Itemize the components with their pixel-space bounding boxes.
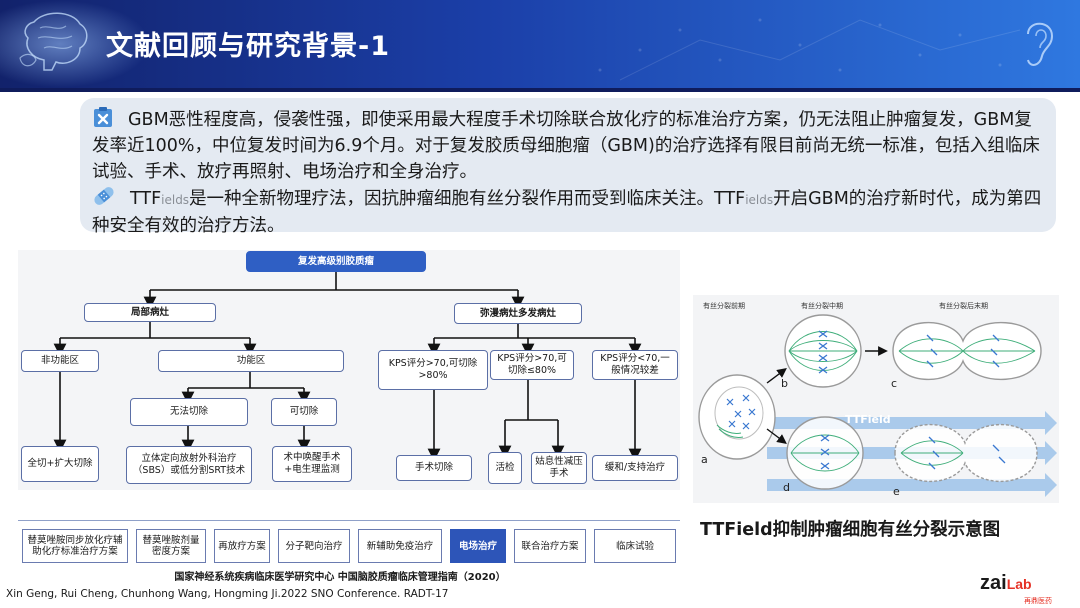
- ttfields-text-3: 开启GBM的治疗新时代，成为第四种安全有效的治疗方法。: [92, 189, 1042, 236]
- node-kps-gt70-gt80: KPS评分>70,可切除>80%: [378, 350, 488, 390]
- label-d: d: [783, 481, 790, 494]
- treatment-options-row: 替莫唑胺同步放化疗辅助化疗标准治疗方案 替莫唑胺剂量密度方案 再放疗方案 分子靶…: [18, 520, 680, 566]
- node-total-resection: 全切+扩大切除: [21, 446, 99, 482]
- logo-wordmark: zaiLab: [980, 572, 1032, 595]
- ttfields-text-2: 是一种全新物理疗法，因抗肿瘤细胞有丝分裂作用而受到临床关注。TTF: [189, 189, 746, 209]
- node-decompression: 姑息性减压手术: [531, 452, 587, 484]
- ields-faded-2: ields: [745, 193, 774, 207]
- brain-face-icon: [19, 12, 88, 71]
- cell-b: [784, 314, 862, 388]
- treatment-flowchart: 复发高级别胶质瘤 局部病灶 弥漫病灶多发病灶 非功能区 功能区 无法切除 可切除…: [18, 250, 680, 490]
- background-textbox: GBM恶性程度高，侵袭性强，即使采用最大程度手术切除联合放化疗的标准治疗方案，仍…: [80, 98, 1056, 236]
- option-clinical-trial: 临床试验: [594, 529, 676, 563]
- bandage-icon: [94, 187, 114, 205]
- zai-lab-logo: zaiLab 再鼎医药: [980, 572, 1064, 606]
- flowchart-connectors: [53, 272, 642, 462]
- node-srs: 立体定向放射外科治疗（SBS）或低分割SRT技术: [126, 446, 252, 484]
- label-phase-late: 有丝分裂后末期: [939, 301, 988, 310]
- node-resectable: 可切除: [271, 398, 337, 426]
- node-unresectable: 无法切除: [130, 398, 248, 426]
- header-divider: [0, 88, 1080, 92]
- logo-lab: Lab: [1006, 576, 1032, 592]
- ttf-text-1: TTF: [130, 189, 162, 209]
- node-palliative: 缓和/支持治疗: [592, 455, 678, 481]
- node-functional: 功能区: [158, 350, 344, 372]
- logo-zai: zai: [980, 572, 1007, 594]
- node-biopsy: 活检: [488, 452, 522, 484]
- ields-faded-1: ields: [161, 193, 190, 207]
- node-nonfunctional: 非功能区: [21, 350, 99, 372]
- option-combination: 联合治疗方案: [514, 529, 586, 563]
- node-recurrent-hgg: 复发高级别胶质瘤: [246, 251, 426, 272]
- node-kps-lt70: KPS评分<70,一般情况较差: [592, 350, 678, 380]
- node-diffuse-lesion: 弥漫病灶多发病灶: [454, 303, 582, 324]
- label-phase-early: 有丝分裂前期: [703, 301, 745, 310]
- option-neoadjuvant-immuno: 新辅助免疫治疗: [358, 529, 442, 563]
- paragraph-gbm: GBM恶性程度高，侵袭性强，即使采用最大程度手术切除联合放化疗的标准治疗方案，仍…: [92, 106, 1044, 185]
- label-e: e: [893, 485, 900, 498]
- ttfield-label: TTField: [845, 413, 891, 426]
- reference-citation: Xin Geng, Rui Cheng, Chunhong Wang, Hong…: [6, 588, 449, 600]
- cell-a: [698, 374, 776, 460]
- clipboard-x-icon: [94, 107, 112, 127]
- label-b: b: [781, 377, 788, 390]
- option-tmz-standard: 替莫唑胺同步放化疗辅助化疗标准治疗方案: [22, 529, 128, 563]
- page-title: 文献回顾与研究背景-1: [106, 31, 390, 62]
- paragraph-gbm-text: GBM恶性程度高，侵袭性强，即使采用最大程度手术切除联合放化疗的标准治疗方案，仍…: [92, 110, 1040, 182]
- option-ttfields: 电场治疗: [450, 529, 506, 563]
- cell-c: [892, 322, 1042, 380]
- option-targeted-therapy: 分子靶向治疗: [278, 529, 350, 563]
- figure-caption: TTField抑制肿瘤细胞有丝分裂示意图: [700, 520, 1001, 540]
- node-local-lesion: 局部病灶: [84, 303, 216, 322]
- logo-subtitle: 再鼎医药: [1024, 597, 1052, 605]
- dot-pattern: [598, 18, 1021, 81]
- label-phase-mid: 有丝分裂中期: [801, 301, 843, 310]
- cell-d: [786, 416, 864, 490]
- label-a: a: [701, 453, 708, 466]
- paragraph-ttfields: TTFields是一种全新物理疗法，因抗肿瘤细胞有丝分裂作用而受到临床关注。TT…: [92, 185, 1044, 239]
- ear-icon: [1027, 22, 1054, 66]
- label-c: c: [891, 377, 897, 390]
- guideline-source: 国家神经系统疾病临床医学研究中心 中国脑胶质瘤临床管理指南（2020）: [174, 572, 506, 583]
- cell-e: [894, 424, 1038, 482]
- option-tmz-dose-dense: 替莫唑胺剂量密度方案: [136, 529, 206, 563]
- mitosis-illustration: 有丝分裂前期 有丝分裂中期 有丝分裂后末期 TTField a: [698, 301, 1057, 498]
- node-intraop-monitoring: 术中唤醒手术+电生理监测: [272, 446, 352, 482]
- header-banner: 文献回顾与研究背景-1: [0, 0, 1080, 88]
- node-surgery: 手术切除: [396, 455, 472, 481]
- mitosis-figure: 有丝分裂前期 有丝分裂中期 有丝分裂后末期 TTField a: [693, 295, 1059, 503]
- option-reirradiation: 再放疗方案: [214, 529, 270, 563]
- header-glow: [0, 0, 150, 88]
- node-kps-gt70-le80: KPS评分>70,可切除≤80%: [490, 350, 574, 380]
